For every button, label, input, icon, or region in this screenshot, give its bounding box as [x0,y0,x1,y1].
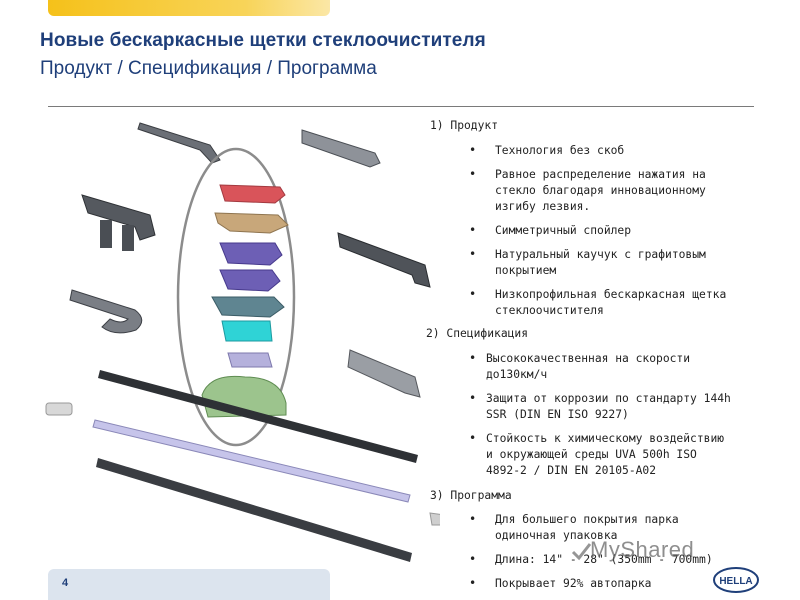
list-item: • Симметричный спойлер [469,223,632,237]
list-item: • Низкопрофильная бескаркасная щетка сте… [469,287,727,317]
blade-spring-lilac [92,419,411,503]
list-item: • Стойкость к химическому воздействию и … [469,431,725,477]
section-heading-product: 1) Продукт [430,119,499,132]
footer-bar [48,569,330,600]
bullet-icon: • [469,431,477,445]
wiper-blade-exploded-illustration [45,122,440,562]
connector-part-5 [347,349,421,398]
slide-subtitle: Продукт / Спецификация / Программа [40,58,377,79]
bullet-icon: • [469,576,477,590]
adapter-red [219,184,286,204]
bullet-icon: • [469,287,477,301]
list-item: • Покрывает 92% автопарка [469,576,652,590]
hella-logo-icon: HELLA [713,567,759,593]
watermark-text: MyShared [590,537,695,562]
adapter-highlight-ellipse [176,147,296,447]
list-item: • Технология без скоб [469,143,625,157]
top-accent-bar [48,0,330,16]
list-item: • Высококачественная на скорости до130км… [469,351,691,381]
adapter-purple-1 [219,242,283,266]
watermark-check-icon [571,543,592,561]
adapter-lilac [227,352,273,368]
end-cap-right [429,512,440,526]
section-heading-specification: 2) Спецификация [426,327,529,340]
bullet-icon: • [469,391,477,405]
svg-text:HELLA: HELLA [719,576,752,587]
bullet-icon: • [469,167,477,181]
bullet-icon: • [469,223,477,237]
list-item: • Натуральный каучук с графитовым покрыт… [469,247,706,277]
adapter-purple-2 [219,269,281,292]
list-item: • Длина: 14" - 28" (350mm - 700mm) [469,552,713,566]
end-cap [45,402,73,416]
title-divider [48,106,754,107]
adapter-tan [214,212,289,234]
section-heading-program: 3) Программа [430,489,512,502]
connector-part-1 [137,122,221,164]
adapter-cyan [221,320,273,342]
connector-part-4 [337,232,431,288]
adapter-slate [211,296,285,318]
bullet-icon: • [469,143,477,157]
blade-rubber [96,458,412,562]
bullet-icon: • [469,552,477,566]
connector-part-3 [301,129,381,168]
hook-arm [69,289,143,334]
bullet-icon: • [469,512,477,526]
list-item: • Равное распределение нажатия на стекло… [469,167,706,213]
list-item: • Защита от коррозии по стандарту 144h S… [469,391,731,421]
slide-title: Новые бескаркасные щетки стеклоочистител… [40,30,486,51]
bullet-icon: • [469,247,477,261]
connector-part-2 [81,194,156,241]
bullet-icon: • [469,351,477,365]
page-number: 4 [62,577,69,589]
list-item: • Для большего покрытия парка одиночная … [469,512,679,542]
connector-part-2-tab [100,220,112,248]
connector-part-2-tab-2 [122,225,134,251]
blade-rail-dark [98,370,418,463]
